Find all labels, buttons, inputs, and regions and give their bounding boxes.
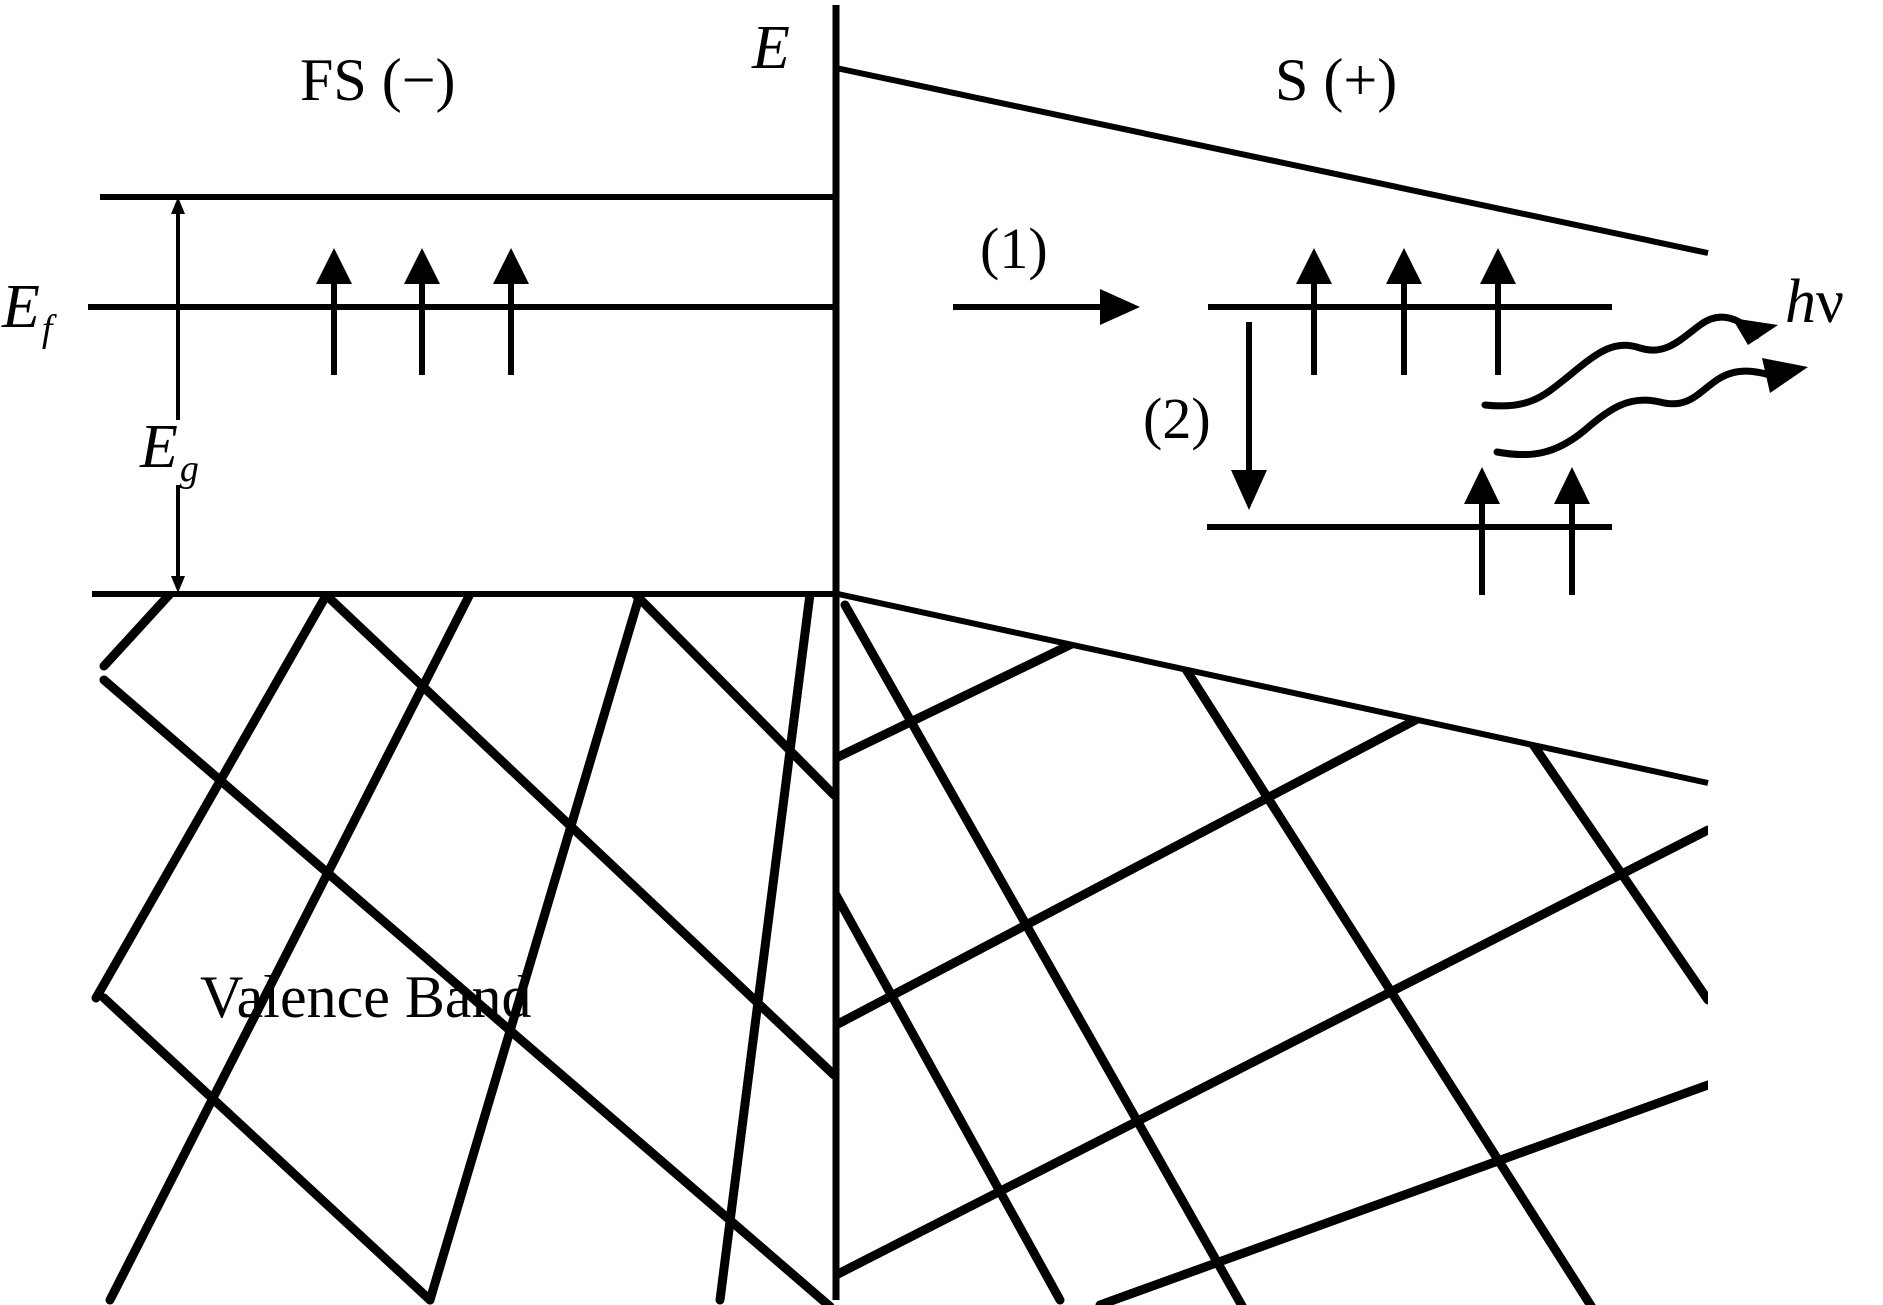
s-valence-band-edge [837,591,1709,786]
photon-label: hν [1785,268,1844,336]
band-gap-arrow [171,197,185,593]
valence-band-label: Valence Band [200,964,532,1030]
fs-region-label: FS (−) [300,47,456,113]
s-conduction-band-edge [835,65,1709,256]
step1-label: (1) [980,216,1048,281]
step2-label: (2) [1143,386,1211,451]
s-region-label: S (+) [1275,47,1397,113]
fs-electron-arrows [316,248,529,375]
s-upper-electron-arrows [1296,248,1516,375]
band-gap-main: E [139,413,178,481]
photon-emission-arrows [1481,313,1808,459]
fermi-level-main: E [1,273,40,341]
step1-arrow [953,289,1140,325]
photon-nu: ν [1816,268,1844,336]
s-valence-band-hatch [838,600,1708,1305]
step2-arrow [1231,322,1267,510]
fermi-level-label: Ef [1,273,57,350]
photon-h: h [1785,268,1816,336]
band-gap-label: Eg [139,413,199,490]
s-lower-electron-arrows [1464,467,1590,595]
fs-valence-band-hatch [91,594,834,1305]
band-gap-subscript: g [180,448,199,490]
energy-axis-label: E [751,14,790,82]
fermi-level-subscript: f [42,308,57,350]
